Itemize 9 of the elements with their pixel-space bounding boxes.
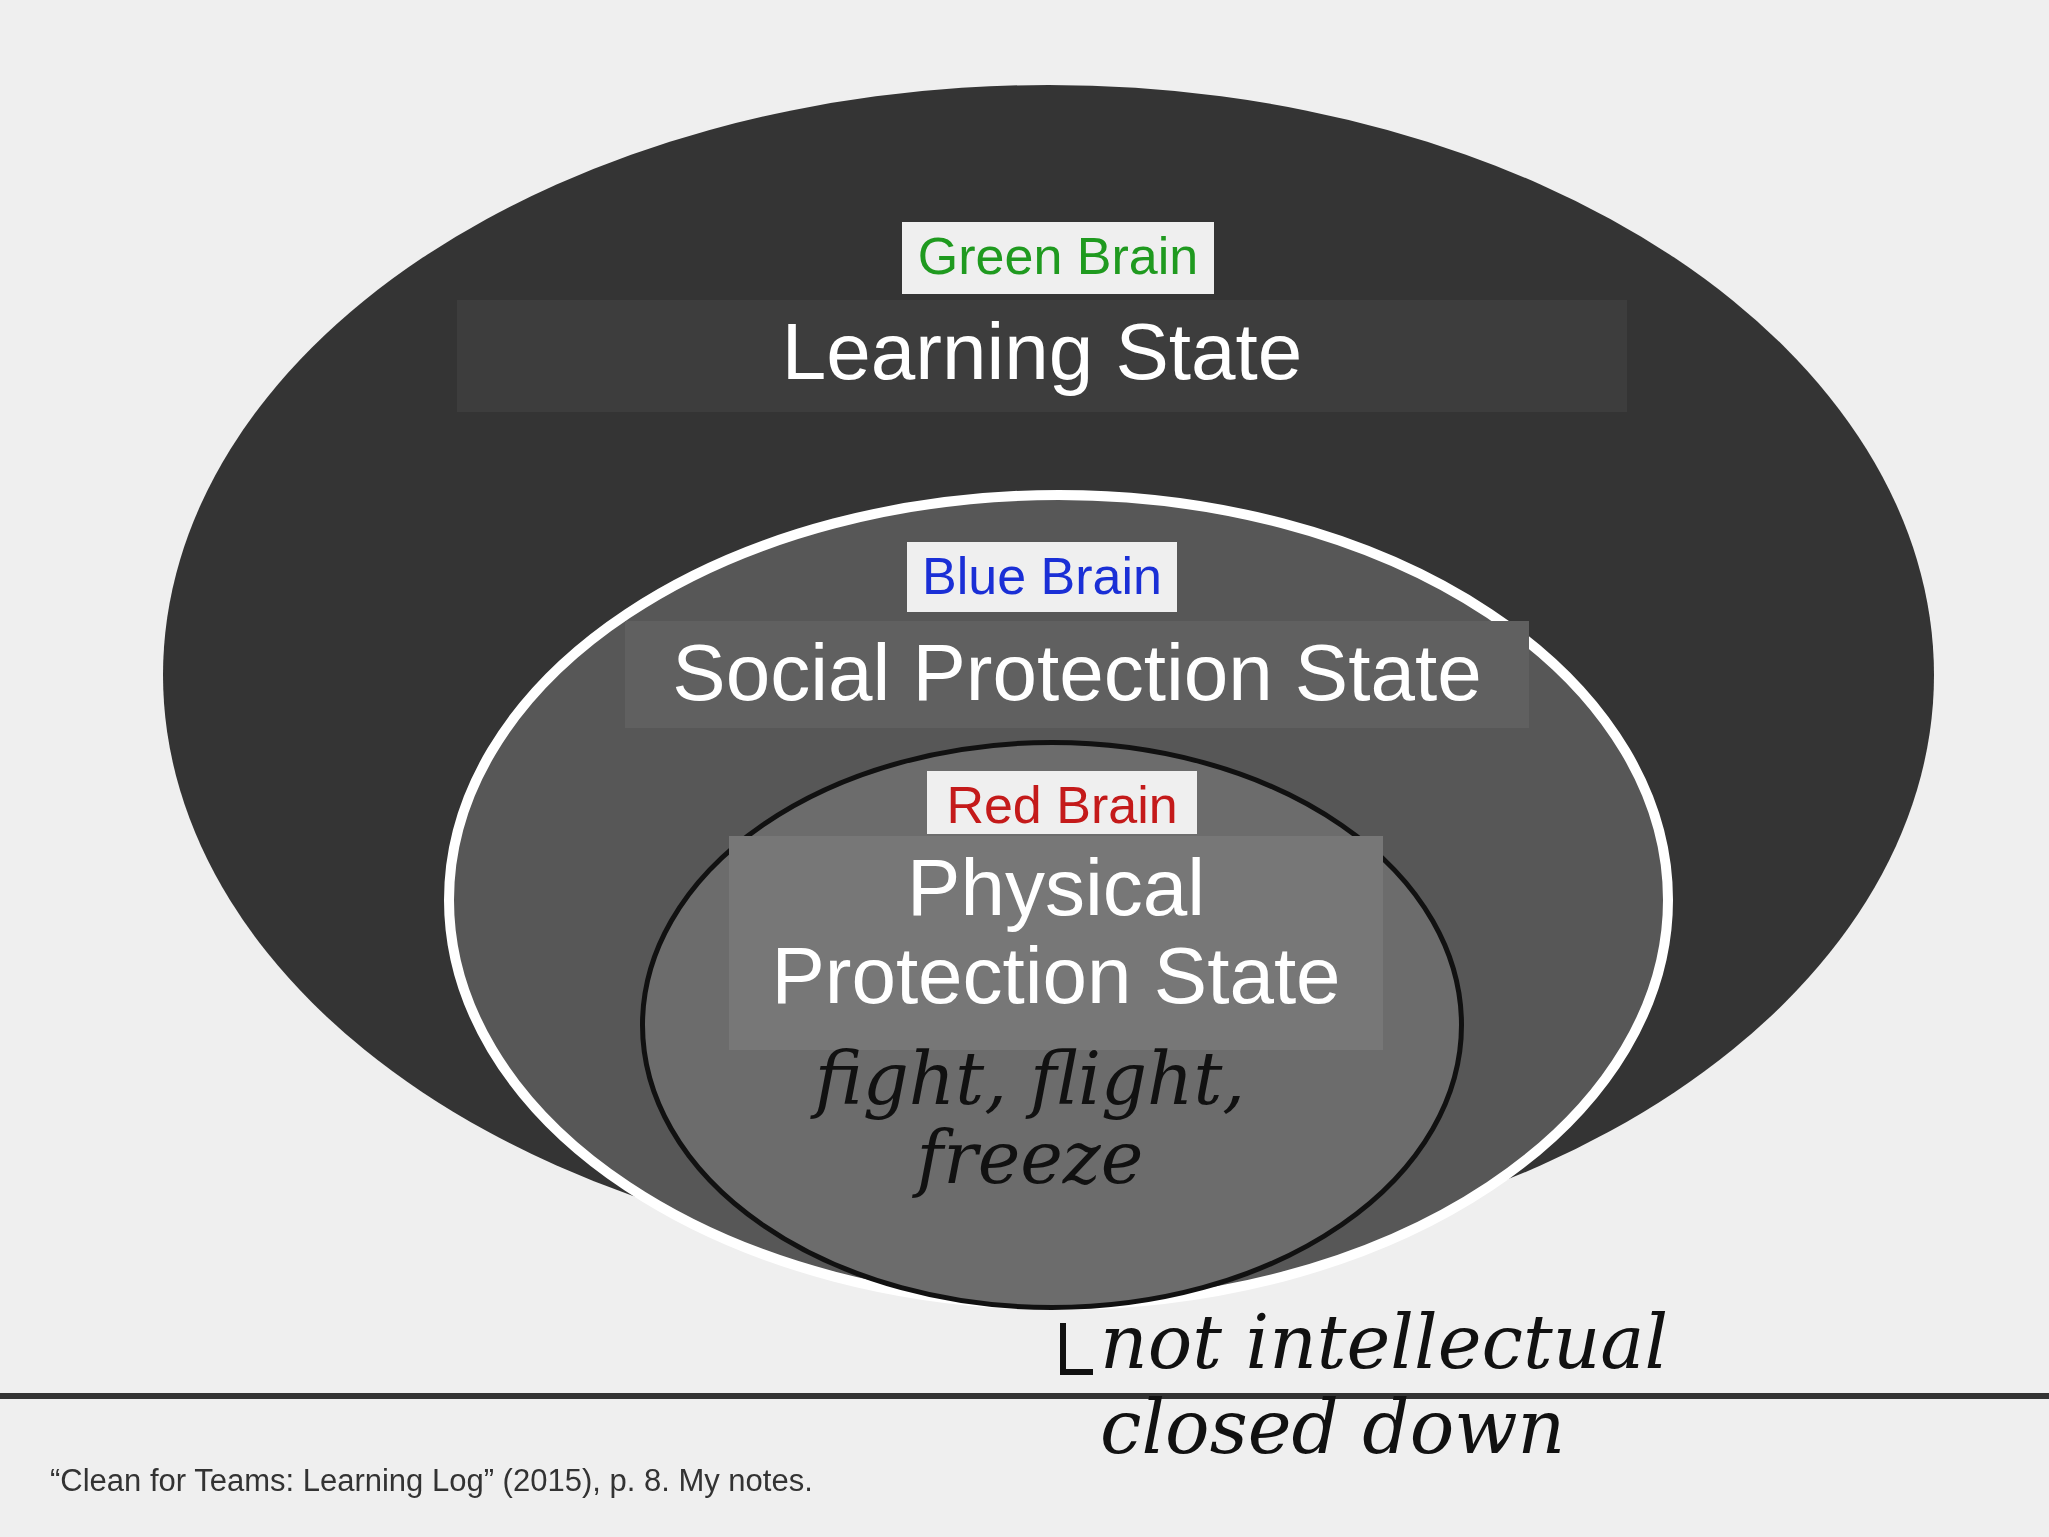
state-ellipse <box>640 740 1464 1310</box>
brain-label: Red Brain <box>927 771 1197 835</box>
state-title: Social Protection State <box>625 621 1529 728</box>
brain-label: Blue Brain <box>907 542 1177 612</box>
state-title: Learning State <box>457 300 1627 412</box>
brain-label: Green Brain <box>902 222 1214 294</box>
state-ellipse <box>444 490 1673 1310</box>
handwritten-note: not intellectual closed down <box>1100 1300 1670 1471</box>
caption: “Clean for Teams: Learning Log” (2015), p. 8. My notes. <box>50 1463 813 1499</box>
